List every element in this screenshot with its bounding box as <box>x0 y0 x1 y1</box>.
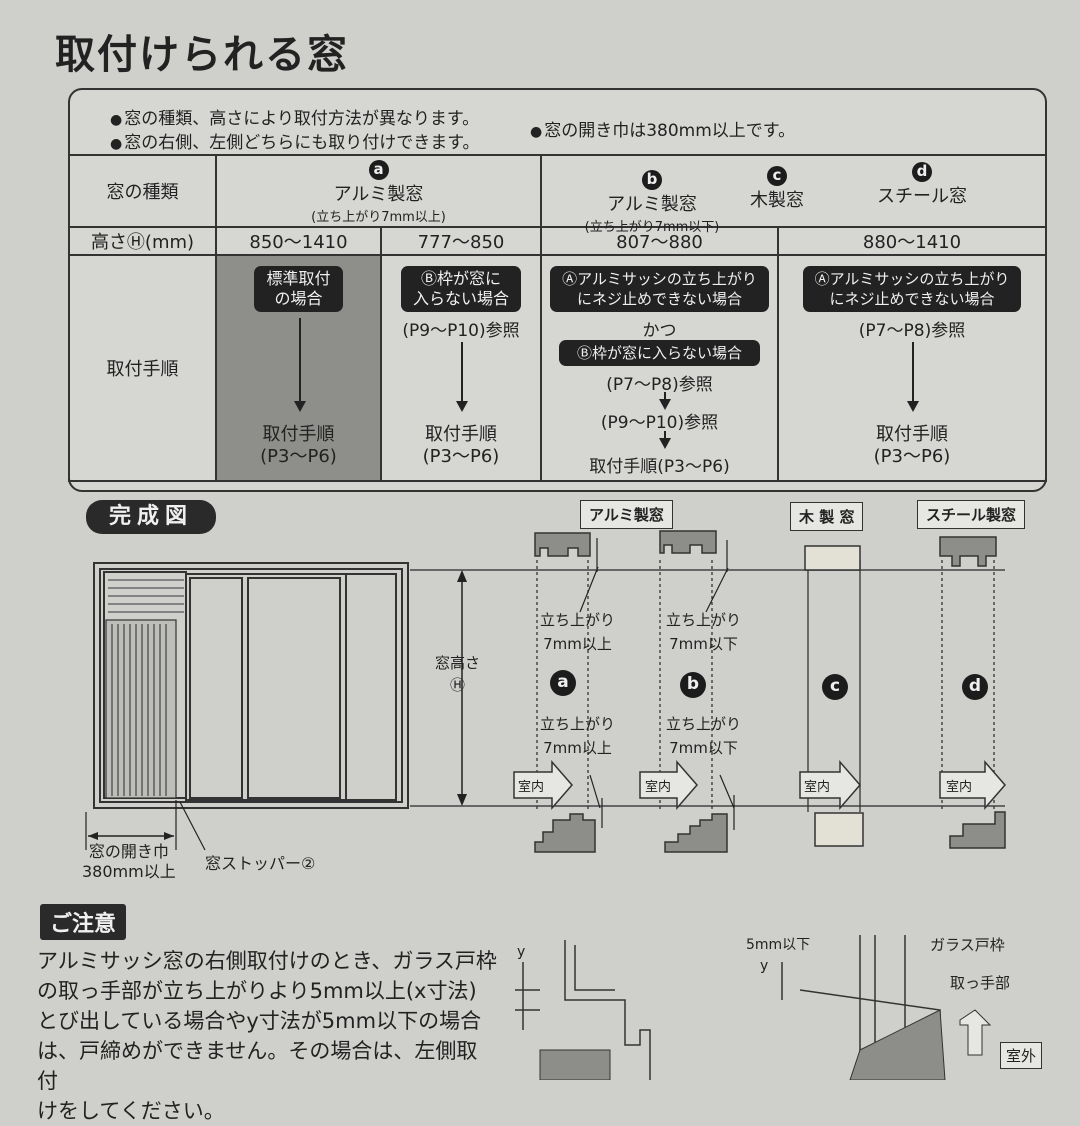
label-wood: 木 製 窓 <box>790 502 864 531</box>
and-text: かつ <box>642 321 677 341</box>
row-label-type: 窓の種類 <box>68 154 217 228</box>
type-bcd-cell: b アルミ製窓 (立ち上がり7mm以下) c 木製窓 d スチール窓 <box>540 154 1047 235</box>
y-dimension-label: y <box>760 958 769 974</box>
procedure-end: 取付手順(P3～P6) <box>422 424 500 467</box>
arrow-down <box>293 318 306 412</box>
type-c-name: 木製窓 <box>750 190 804 211</box>
window-type-table: 窓の種類 a アルミ製窓 (立ち上がり7mm以上) b アルミ製窓 (立ち上がり… <box>68 154 1047 482</box>
note-3: ●窓の開き巾は380mm以上です。 <box>530 121 796 141</box>
height-807-880: 807～880 <box>540 226 779 256</box>
caution-body: アルミサッシ窓の右側取付けのとき、ガラス戸枠 の取っ手部が立ち上がりより5mm以… <box>37 946 497 1126</box>
note-1-text: 窓の種類、高さにより取付方法が異なります。 <box>124 109 480 129</box>
indoor-label: 室内 <box>804 780 831 795</box>
outdoor-label: 室外 <box>1000 1042 1043 1069</box>
arrow-down <box>907 342 919 412</box>
type-d-name: スチール窓 <box>877 186 967 207</box>
page-title: 取付けられる窓 <box>55 32 349 78</box>
indoor-label: 室内 <box>645 780 672 795</box>
pill-frame-not-fit: Ⓑ枠が窓に入らない場合 <box>400 266 521 312</box>
caution-line: アルミサッシ窓の右側取付けのとき、ガラス戸枠 <box>37 949 497 973</box>
procedure-cd: Ⓐアルミサッシの立ち上がりにネジ止めできない場合 (P7～P8)参照 取付手順(… <box>777 254 1047 482</box>
pill-standard: 標準取付の場合 <box>254 266 343 312</box>
fan-unit <box>105 579 184 799</box>
label-aluminum: アルミ製窓 <box>580 500 673 529</box>
circle-b: b <box>642 170 662 190</box>
y-dimension-label: y <box>517 944 526 960</box>
table-row-type: 窓の種類 a アルミ製窓 (立ち上がり7mm以上) b アルミ製窓 (立ち上がり… <box>68 154 1047 235</box>
arrow-down <box>659 431 672 449</box>
note-1: ●窓の種類、高さにより取付方法が異なります。 <box>110 109 480 129</box>
pill-screw-not-fix: Ⓐアルミサッシの立ち上がりにネジ止めできない場合 <box>550 266 769 312</box>
indoor-label: 室内 <box>518 780 545 795</box>
ref-p7-p8: (P7～P8)参照 <box>606 375 713 395</box>
type-a-cell: a アルミ製窓 (立ち上がり7mm以上) <box>215 154 542 228</box>
ref-p9-p10: (P9～P10)参照 <box>600 413 719 433</box>
arrow-down <box>659 392 672 410</box>
circle-c: c <box>822 674 848 700</box>
circle-c: c <box>767 166 787 186</box>
note-3-text: 窓の開き巾は380mm以上です。 <box>544 121 796 141</box>
caution-line: の取っ手部が立ち上がりより5mm以上(x寸法) <box>37 979 477 1003</box>
circle-d: d <box>912 162 932 182</box>
circle-a: a <box>368 159 389 180</box>
label-steel: スチール製窓 <box>917 500 1026 529</box>
table-row-procedure: 取付手順 標準取付の場合 取付手順(P3～P6) Ⓑ枠が窓に入らない場合 (P9… <box>68 254 1047 482</box>
procedure-end: 取付手順(P3～P6) <box>589 457 730 477</box>
caution-line: とび出している場合やy寸法が5mm以下の場合 <box>37 1009 482 1033</box>
handle-label: 取っ手部 <box>950 974 1011 992</box>
procedure-b: Ⓐアルミサッシの立ち上がりにネジ止めできない場合 かつ Ⓑ枠が窓に入らない場合 … <box>540 254 779 482</box>
arrow-down <box>456 342 468 412</box>
type-a-sub: (立ち上がり7mm以上) <box>311 209 446 225</box>
five-mm-label: 5mm以下 <box>746 937 811 953</box>
ref-p9-p10: (P9～P10)参照 <box>402 321 520 341</box>
type-b-sub: (立ち上がり7mm以下) <box>584 220 720 235</box>
procedure-end: 取付手順(P3～P6) <box>260 424 337 467</box>
table-row-height: 高さⒽ(mm) 850～1410 777～850 807～880 880～141… <box>68 226 1047 256</box>
height-850-1410: 850～1410 <box>215 226 382 256</box>
note-2: ●窓の右側、左側どちらにも取り付けできます。 <box>110 133 480 153</box>
row-label-height: 高さⒽ(mm) <box>68 226 217 256</box>
procedure-end: 取付手順(P3～P6) <box>873 424 951 467</box>
stopper-label: 窓ストッパー② <box>205 854 316 873</box>
type-a-name: アルミ製窓 <box>333 183 424 205</box>
procedure-standard: 標準取付の場合 取付手順(P3～P6) <box>215 254 382 482</box>
circle-b: b <box>680 672 706 698</box>
height-777-850: 777～850 <box>380 226 542 256</box>
type-b-name: アルミ製窓 <box>607 194 697 215</box>
glass-frame-label: ガラス戸枠 <box>930 936 1005 954</box>
pill-frame-not-fit-b: Ⓑ枠が窓に入らない場合 <box>558 340 760 366</box>
caution-title: ご注意 <box>40 904 127 940</box>
height-880-1410: 880～1410 <box>777 226 1047 256</box>
circle-a: a <box>550 670 576 696</box>
caution-line: は、戸締めができません。その場合は、左側取付 <box>37 1039 478 1093</box>
indoor-label: 室内 <box>946 780 973 795</box>
ref-p7-p8: (P7～P8)参照 <box>858 321 966 341</box>
pill-screw-not-fix: Ⓐアルミサッシの立ち上がりにネジ止めできない場合 <box>802 266 1022 312</box>
completion-diagram <box>85 530 1006 1080</box>
note-2-text: 窓の右側、左側どちらにも取り付けできます。 <box>124 133 480 153</box>
caution-line: けをしてください。 <box>37 1099 225 1123</box>
section-label: 完成図 <box>86 500 216 534</box>
row-label-procedure: 取付手順 <box>68 254 217 482</box>
procedure-frame-not-fit: Ⓑ枠が窓に入らない場合 (P9～P10)参照 取付手順(P3～P6) <box>380 254 542 482</box>
circle-d: d <box>962 674 988 700</box>
